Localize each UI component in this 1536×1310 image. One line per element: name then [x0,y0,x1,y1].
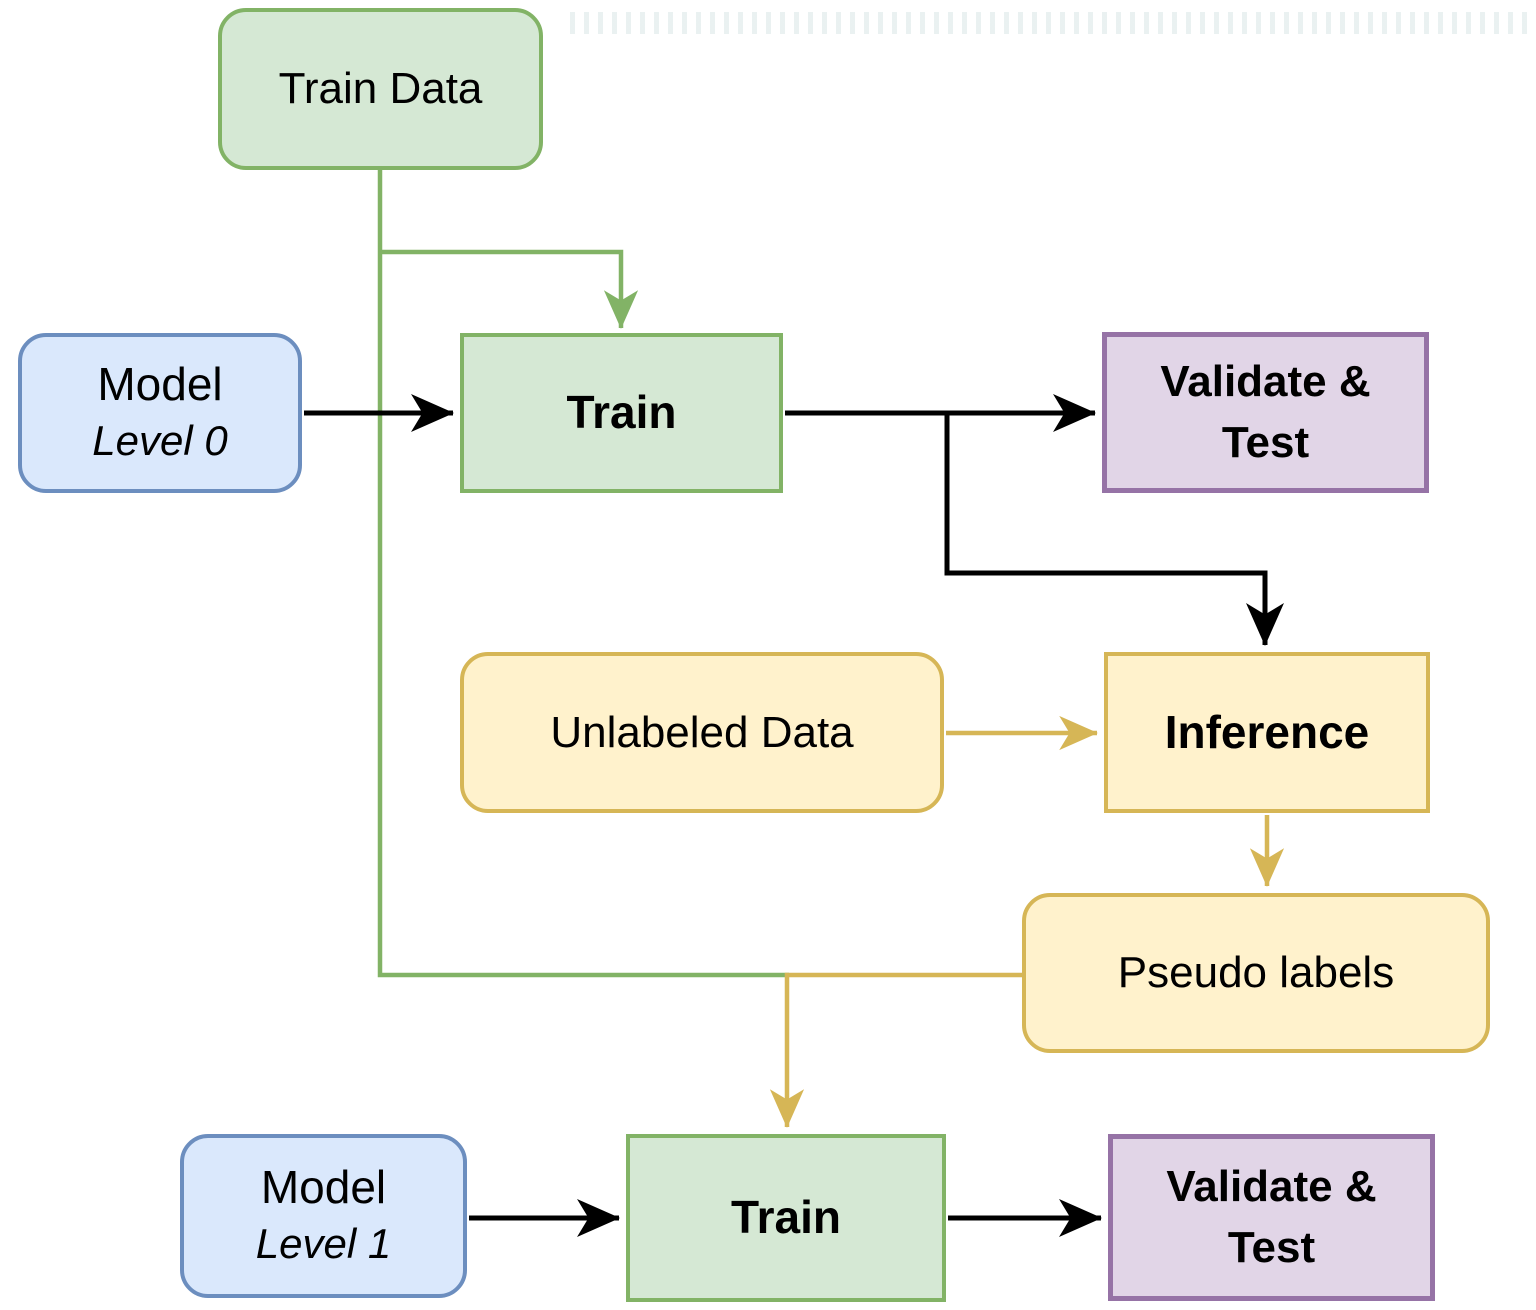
edge-traindata-to-merge [377,169,789,978]
top-edge-stripe-artifact [570,12,1536,34]
validate-test-bottom-label: Validate & Test [1166,1161,1377,1272]
model-level1-subtitle: Level 1 [255,1220,392,1268]
model-level0-title: Model [97,357,223,410]
node-train-data: Train Data [218,8,543,170]
model-level0-subtitle: Level 0 [92,417,228,465]
validate-test-top-label: Validate & Test [1160,356,1371,467]
node-inference: Inference [1104,652,1430,813]
node-train-top: Train [460,333,783,493]
edge-traindata-to-train-top [380,249,639,329]
node-model-level0: Model Level 0 [18,333,302,493]
node-model-level1: Model Level 1 [180,1134,467,1298]
pseudo-labels-label: Pseudo labels [1117,948,1395,998]
edge-pseudo-to-train-bottom [769,972,1022,1128]
node-unlabeled-data: Unlabeled Data [460,652,944,813]
node-validate-test-top: Validate & Test [1102,332,1429,493]
unlabeled-data-label: Unlabeled Data [550,707,854,757]
model-level1-title: Model [260,1160,387,1213]
train-top-label: Train [566,386,677,439]
inference-label: Inference [1164,705,1370,758]
node-validate-test-bottom: Validate & Test [1108,1134,1435,1301]
node-train-bottom: Train [626,1134,946,1302]
train-bottom-label: Train [731,1191,841,1244]
train-data-label: Train Data [278,64,483,114]
node-pseudo-labels: Pseudo labels [1022,893,1490,1053]
